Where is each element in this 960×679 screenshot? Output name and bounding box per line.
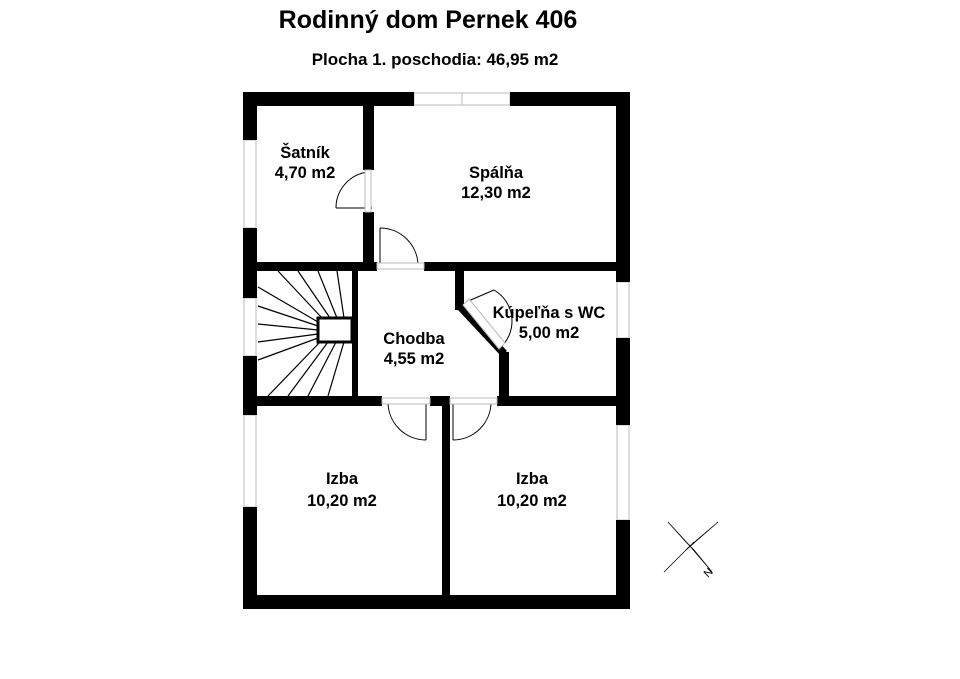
wall-kupelna-bottom [497,396,619,406]
room-name-chodba: Chodba [383,330,445,348]
door-satnik [335,169,372,213]
door-izba-2 [449,397,498,441]
room-name-kupelna: Kúpeľňa s WC [493,304,606,322]
wall-right-2 [616,338,630,425]
wall-satnik-upper [363,103,374,170]
wall-kupelna-left [455,269,464,310]
window-right-izba [616,424,630,521]
wall-corridor-bottom-mid [430,396,450,406]
window-right-kupelna [616,281,630,339]
wall-satnik-lower [363,212,374,270]
page-title: Rodinný dom Pernek 406 [278,6,578,34]
wall-right-3 [616,520,630,609]
wall-corridor-bottom-left [256,396,382,406]
room-name-izba-2: Izba [516,470,549,488]
wall-left-4 [243,507,257,609]
room-area-spalna: 12,30 m2 [461,184,531,202]
room-name-izba-1: Izba [326,470,359,488]
window-left-izba [243,414,257,508]
wall-spalna-bottom [424,262,616,271]
window-left-satnik [243,139,257,229]
door-spalna [376,227,425,270]
room-name-satnik: Šatník [280,143,330,162]
wall-right-1 [616,92,630,282]
staircase [257,270,354,397]
room-area-kupelna: 5,00 m2 [519,324,580,342]
compass-north-label: N [702,566,716,580]
room-area-izba-1: 10,20 m2 [307,492,377,510]
wall-top-left [243,92,414,106]
wall-kupelna-bottom-stub [499,352,509,404]
door-kupelna [462,289,513,350]
window-left-stairs [243,297,257,357]
doors [335,169,513,441]
door-izba-1 [381,397,431,441]
wall-stair-top [256,262,377,271]
room-area-chodba: 4,55 m2 [384,350,445,368]
wall-top-right [510,92,630,106]
wall-left-2 [243,228,257,298]
wall-stair-right [352,271,358,404]
wall-left-1 [243,92,257,140]
room-area-izba-2: 10,20 m2 [497,492,567,510]
wall-left-3 [243,356,257,415]
room-area-satnik: 4,70 m2 [275,164,336,182]
exterior-walls [243,92,630,609]
wall-bottom [243,595,630,609]
compass-rose-icon: N [663,521,719,580]
room-labels: Šatník 4,70 m2 Spálňa 12,30 m2 Kúpeľňa s… [275,143,606,510]
floor-area-subtitle: Plocha 1. poschodia: 46,95 m2 [311,50,559,69]
room-name-spalna: Spálňa [469,164,524,182]
wall-izba-divider [442,396,450,600]
